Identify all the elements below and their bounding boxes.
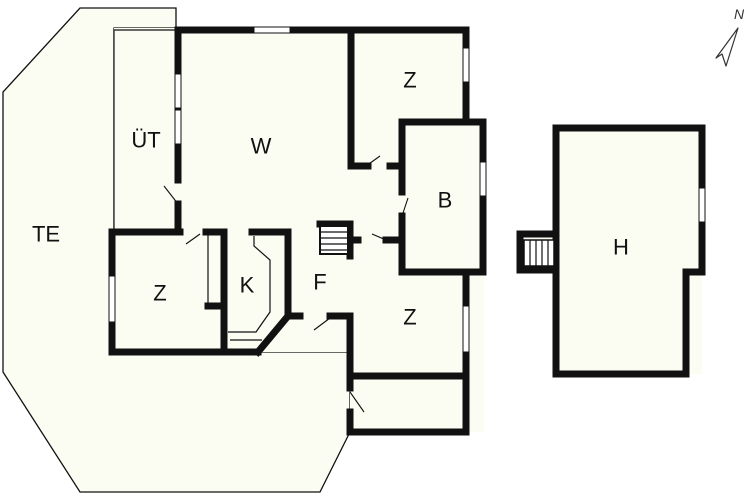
room-label-kitchen: K bbox=[240, 273, 255, 298]
door-swings bbox=[163, 155, 409, 413]
room-label-terrace: TE bbox=[32, 222, 60, 247]
windows-main bbox=[108, 26, 487, 353]
room-label-bedroom-middle: Z bbox=[403, 305, 416, 330]
north-arrow: N bbox=[715, 6, 745, 67]
kitchen-counters bbox=[207, 232, 271, 341]
room-label-utility: ÜT bbox=[131, 128, 160, 153]
interior-floors bbox=[112, 28, 702, 432]
compass-north-label: N bbox=[734, 6, 745, 22]
room-label-living: W bbox=[251, 134, 272, 159]
room-label-hall: F bbox=[313, 270, 326, 295]
stairs-hall bbox=[319, 225, 349, 255]
utility-room-wall bbox=[113, 29, 178, 230]
stairs-house bbox=[523, 239, 555, 267]
room-label-bedroom-top-right: Z bbox=[403, 68, 416, 93]
compass-arrow-icon bbox=[715, 27, 739, 67]
room-label-bath: B bbox=[438, 188, 453, 213]
room-label-house: H bbox=[613, 235, 629, 260]
room-label-bedroom-left: Z bbox=[153, 281, 166, 306]
house-h-walls bbox=[516, 124, 706, 378]
